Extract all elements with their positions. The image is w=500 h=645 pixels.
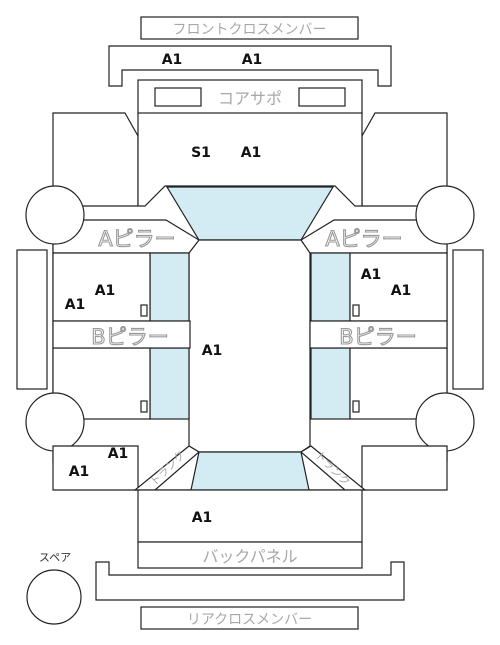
right-a-pillar-label: Aピラー xyxy=(325,227,402,251)
grade-roof: A1 xyxy=(202,343,223,359)
grade-trunk-lid: A1 xyxy=(192,510,213,526)
left-front-wheel[interactable] xyxy=(25,185,85,245)
grade-right-front-2: A1 xyxy=(391,283,412,299)
rear-window[interactable] xyxy=(190,451,310,491)
right-b-pillar[interactable] xyxy=(309,320,448,349)
grade-left-rear-2: A1 xyxy=(108,446,129,462)
right-front-window[interactable] xyxy=(310,252,351,322)
spare-tire[interactable] xyxy=(26,569,82,625)
grade-left-front-1: A1 xyxy=(65,297,86,313)
grade-right-front-1: A1 xyxy=(361,267,382,283)
rear-cross-member-box[interactable] xyxy=(140,606,359,630)
left-front-door-handle xyxy=(140,304,148,317)
left-rear-window[interactable] xyxy=(149,347,190,420)
left-rear-door-handle xyxy=(140,400,148,413)
left-rocker-panel[interactable] xyxy=(16,249,48,390)
right-rear-wheel[interactable] xyxy=(415,392,475,452)
headlight-left xyxy=(154,87,202,107)
grade-hood-s: S1 xyxy=(191,145,211,161)
left-a-pillar-label: Aピラー xyxy=(98,227,175,251)
right-front-wheel[interactable] xyxy=(415,185,475,245)
front-cross-member-bracket[interactable] xyxy=(108,45,392,87)
right-rear-quarter[interactable] xyxy=(361,445,448,491)
grade-hood-a: A1 xyxy=(241,145,262,161)
front-cross-member-box[interactable] xyxy=(140,16,359,40)
right-rocker-panel[interactable] xyxy=(452,249,484,390)
front-cross-member-label: フロントクロスメンバー xyxy=(173,22,327,38)
back-panel[interactable] xyxy=(137,541,363,569)
rear-cross-member-bracket[interactable] xyxy=(95,561,405,601)
trunk-lid[interactable] xyxy=(137,489,363,543)
core-support-label: コアサポ xyxy=(218,89,282,108)
left-b-pillar[interactable] xyxy=(52,320,191,349)
grade-front-member-right: A1 xyxy=(242,52,263,68)
back-panel-label: バックパネル xyxy=(202,547,297,566)
grade-left-front-2: A1 xyxy=(95,283,116,299)
left-front-window[interactable] xyxy=(149,252,190,322)
right-rear-door-handle xyxy=(352,400,360,413)
left-rear-wheel[interactable] xyxy=(25,392,85,452)
left-b-pillar-label: Bピラー xyxy=(91,325,168,349)
headlight-right xyxy=(298,87,346,107)
grade-left-rear-1: A1 xyxy=(69,464,90,480)
right-b-pillar-label: Bピラー xyxy=(339,325,416,349)
spare-label: スペア xyxy=(39,551,71,564)
grade-front-member-left: A1 xyxy=(162,52,183,68)
right-rear-window[interactable] xyxy=(310,347,351,420)
rear-cross-member-label: リアクロスメンバー xyxy=(187,612,312,628)
right-front-door-handle xyxy=(352,304,360,317)
